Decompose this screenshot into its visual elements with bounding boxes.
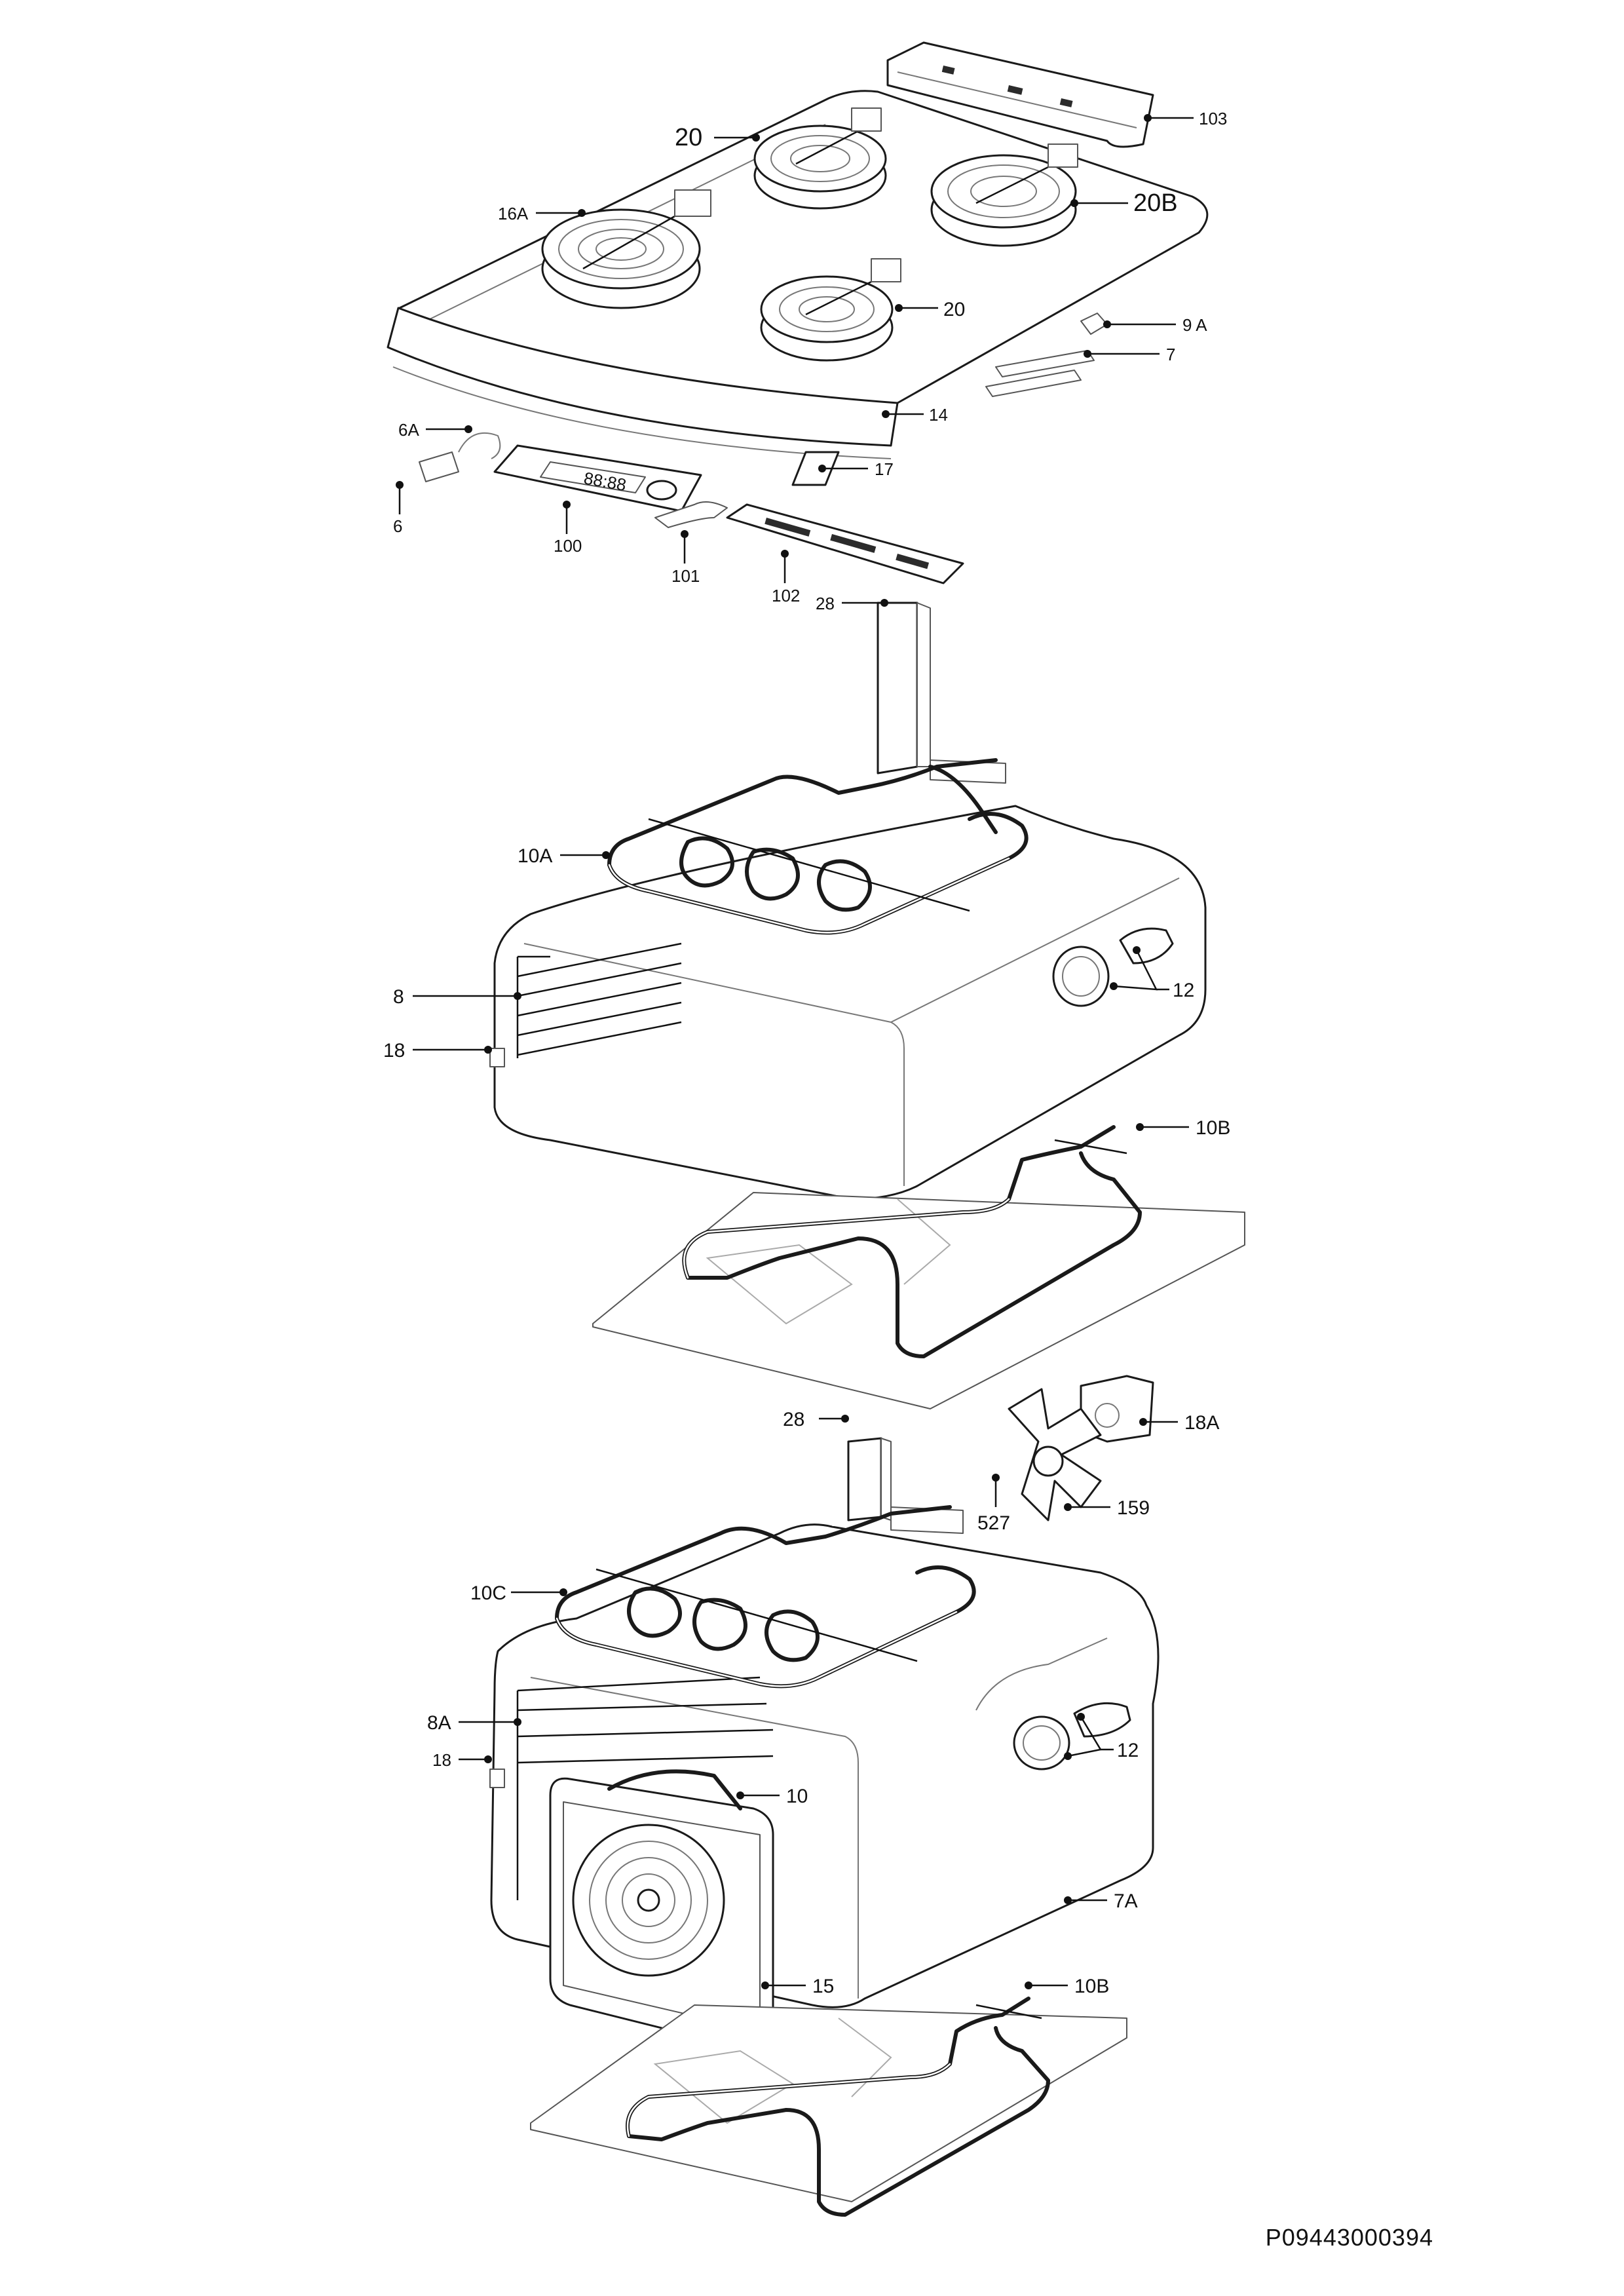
- callout-leaders: [396, 114, 1194, 1989]
- callout-20-top: 20: [675, 124, 702, 151]
- callout-10B-top: 10B: [1196, 1117, 1230, 1139]
- callout-15: 15: [812, 1976, 834, 1997]
- callout-6A: 6A: [398, 420, 419, 440]
- grill-element-10A: [607, 758, 1029, 935]
- callout-20B: 20B: [1133, 189, 1178, 217]
- callout-10C: 10C: [470, 1582, 506, 1604]
- callout-9A: 9 A: [1182, 315, 1207, 335]
- fan-cover-15: [549, 1769, 774, 2052]
- callout-6: 6: [393, 516, 402, 536]
- callout-18-top: 18: [383, 1040, 405, 1062]
- callout-20-mid: 20: [943, 299, 965, 320]
- lower-oven-cavity: [489, 1523, 1160, 2052]
- burner-20B: [930, 144, 1078, 247]
- upper-oven-cavity: [489, 805, 1207, 1200]
- callout-103: 103: [1199, 109, 1227, 128]
- callout-28-bottom: 28: [783, 1409, 804, 1430]
- callout-labels: 103 20 16A 20B 20 9 A 7 14 6A 6 17 100 1…: [383, 109, 1230, 1997]
- callout-10B-bottom: 10B: [1074, 1976, 1109, 1997]
- callout-14: 14: [929, 405, 948, 425]
- callout-12-bottom: 12: [1117, 1740, 1139, 1761]
- callout-8A: 8A: [427, 1712, 451, 1734]
- lamp-12-top: [1052, 927, 1174, 1007]
- strip-7: [995, 350, 1095, 377]
- duct-28-top: [877, 602, 918, 775]
- burner-20-mid: [760, 258, 901, 362]
- callout-17: 17: [875, 459, 894, 479]
- clip-18-top: [489, 1048, 505, 1067]
- cooktop-assembly: [387, 90, 1209, 486]
- bottom-element-10B-bottom: [530, 1997, 1127, 2217]
- shelf-rails-8: [516, 942, 682, 1058]
- lamp-12-bottom: [1013, 1702, 1131, 1770]
- callout-7A: 7A: [1114, 1890, 1138, 1912]
- drawing-code: P09443000394: [1265, 2224, 1433, 2251]
- timer-module-100: 88:88: [493, 444, 702, 512]
- bottom-element-10B-top: [592, 1125, 1245, 1409]
- grill-element-10C: [555, 1505, 976, 1689]
- keypad-102: [726, 503, 964, 584]
- shelf-rails-8A: [516, 1676, 774, 1900]
- clip-9A: [1080, 313, 1108, 335]
- fan-blade-159: [1008, 1388, 1102, 1521]
- callout-18-bottom: 18: [432, 1750, 451, 1770]
- callout-8: 8: [393, 986, 404, 1008]
- lamp-switch-6: [419, 432, 501, 482]
- callout-10: 10: [786, 1786, 808, 1807]
- burner-16A: [541, 189, 711, 309]
- callout-101: 101: [671, 566, 700, 586]
- callout-159: 159: [1117, 1497, 1150, 1519]
- callout-7: 7: [1166, 345, 1175, 364]
- callout-10A: 10A: [518, 845, 552, 867]
- duct-28-bottom: [847, 1437, 882, 1521]
- ribbon-101: [654, 501, 728, 528]
- callout-527: 527: [977, 1512, 1010, 1534]
- clip-18-bottom: [489, 1769, 505, 1788]
- callout-16A: 16A: [498, 204, 529, 223]
- callout-12-top: 12: [1173, 980, 1194, 1001]
- callout-18A: 18A: [1184, 1412, 1219, 1434]
- callout-28-top: 28: [816, 594, 835, 613]
- burner-20-top: [753, 107, 887, 210]
- callout-100: 100: [554, 536, 582, 556]
- callout-102: 102: [772, 586, 800, 605]
